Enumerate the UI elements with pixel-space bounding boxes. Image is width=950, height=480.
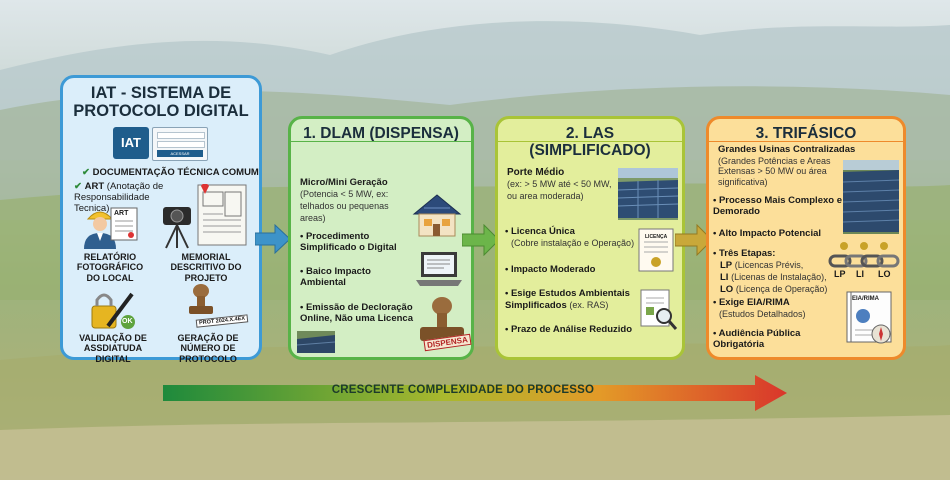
iat-title: IAT - SISTEMA DE PROTOCOLO DIGITAL [71,84,251,120]
iat-logo-text: IAT [121,135,141,150]
login-button[interactable]: ACESSAR [157,150,203,157]
login-form: ACESSAR [152,127,208,161]
art-doc-label: ART [114,210,128,218]
las-item-3-text: Esige Estudos Ambientais Simplificados [505,288,630,311]
doc-header-text: DOCUMENTAÇÃO TÉCNICA COMUM [93,167,259,178]
tri-item-3: Três Etapas: [713,249,833,260]
las-title-divider [498,141,682,142]
stage-li: LI [720,272,728,283]
chain-lo: LO [878,269,891,279]
las-porte-sub: (ex: > 5 MW até < 50 MW, ou area moderad… [507,179,612,201]
tri-header-text: Grandes Usinas Contralizadas [718,144,855,155]
flow-arrow-1-icon [255,224,291,254]
eia-rima-doc-label: EIA/RIMA [852,296,879,303]
tri-item-4: Exige EIA/RIMA (Estudos Detalhados) [713,298,833,321]
dlam-item-1-sub: (Potencia < 5 MW, ex: telhados ou pequen… [300,189,389,223]
stage-lo: LO [720,284,733,295]
tri-stages: LP (Licencas Prévis, LI (Licenas de Inst… [720,260,832,296]
dlam-item-1: Micro/Mini Geração (Potencia < 5 MW, ex:… [300,178,410,225]
dlam-item-2: Procedimento Simplificado o Digital [300,232,412,254]
tri-item-4-text: Exige EIA/RIMA [719,297,790,308]
trifasico-title-divider [709,141,903,142]
laptop-icon [414,250,464,288]
chain-icon [828,240,900,270]
tri-item-1: Processo Mais Complexo e Demorado [713,196,843,218]
las-porte: Porte Médio (ex: > 5 MW até < 50 MW, ou … [507,167,617,203]
solar-field-icon [297,331,335,353]
las-item-1-sub: (Cobre instalação e Operação) [505,238,634,248]
tri-header-sub: (Grandes Potências e Areas Extensas > 50… [718,156,846,187]
house-solar-icon [410,192,464,238]
dlam-item-1-text: Micro/Mini Geração [300,177,388,188]
stage-lp: LP [720,260,732,271]
stage-lp-desc: (Licencas Prévis, [735,260,804,270]
check-icon: ✔ [74,181,82,192]
complexity-label: CRESCENTE COMPLEXIDADE DO PROCESSO [163,384,763,396]
solar-panels-icon [618,168,678,220]
stage-li-desc: (Licenas de Instalação), [731,272,827,282]
blueprint-icon [197,184,247,246]
chain-li: LI [856,269,864,279]
login-field-pass[interactable] [157,141,205,148]
dlam-title: 1. DLAM (DISPENSA) [299,125,463,145]
doc-header: ✔ DOCUMENTAÇÃO TÉCNICA COMUM [82,168,262,179]
dlam-item-4: Emissão de Decloração Online, Não uma Li… [300,303,430,325]
validacao-label: VALIDAÇÃO DE ASSDIATUDA DIGITAL [68,333,158,364]
stage-lo-desc: (Licença de Operação) [736,284,828,294]
check-icon: ✔ [82,167,90,178]
license-certificate-label: LICENÇA [645,235,667,241]
las-item-2: Impacto Moderado [505,265,635,276]
las-item-3: Esige Estudos Ambientais Simplificados (… [505,289,635,312]
dlam-title-divider [291,141,471,142]
las-porte-text: Porte Médio [507,167,564,178]
iat-logo: IAT [113,127,149,159]
ok-badge: OK [122,318,133,326]
tri-item-5: Audiência Pública Obrigatória [713,329,823,351]
stamp-icon [186,283,216,317]
relatorio-label: RELATÓRIO FOTOGRÁFICO DO LOCAL [70,252,150,283]
camera-icon [160,203,194,249]
las-item-4: Prazo de Análise Reduzido [505,325,645,336]
dlam-item-3: Baico Impacto Ambiental [300,267,410,289]
solar-plant-icon [843,160,899,234]
geracao-label: GERAÇÃO DE NÚMERO DE PROTOCOLO [160,333,256,364]
las-item-1-text: Licenca Única [511,226,575,237]
login-field-user[interactable] [157,132,205,139]
art-label: ART [85,181,105,192]
memorial-label: MEMORIAL DESCRITIVO DO PROJETO [166,252,246,283]
chain-lp: LP [834,269,846,279]
las-title: 2. LAS (SIMPLIFICADO) [506,125,674,162]
trifasico-title: 3. TRIFÁSICO [717,125,895,145]
las-item-3-sub: (ex. RAS) [569,300,608,310]
tri-item-2: Alto Impacto Potencial [713,229,843,240]
las-item-1: Licenca Única (Cobre instalação e Operaç… [505,227,635,250]
document-search-icon [639,288,679,332]
tri-item-4-sub: (Estudos Detalhados) [713,309,806,319]
